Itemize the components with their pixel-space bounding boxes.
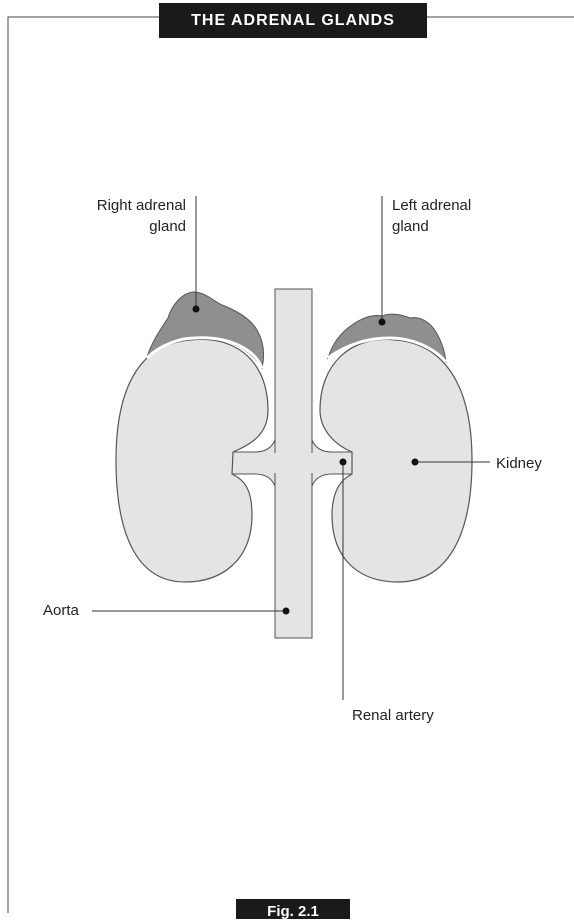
label-left-adrenal-line2: gland [392,216,532,237]
dot-kidney [412,459,419,466]
dot-aorta [283,608,290,615]
figure-label: Fig. 2.1 [236,899,350,919]
label-left-adrenal-gland: Left adrenal gland [392,195,532,237]
dot-left-adrenal [379,319,386,326]
label-right-adrenal-line1: Right adrenal [46,195,186,216]
label-right-adrenal-line2: gland [46,216,186,237]
label-left-adrenal-line1: Left adrenal [392,195,532,216]
dot-right-adrenal [193,306,200,313]
page-title: THE ADRENAL GLANDS [159,3,427,38]
dot-renal-artery [340,459,347,466]
label-right-adrenal-gland: Right adrenal gland [46,195,186,237]
label-renal-artery: Renal artery [352,705,434,726]
label-aorta: Aorta [43,600,79,621]
label-kidney: Kidney [496,453,542,474]
